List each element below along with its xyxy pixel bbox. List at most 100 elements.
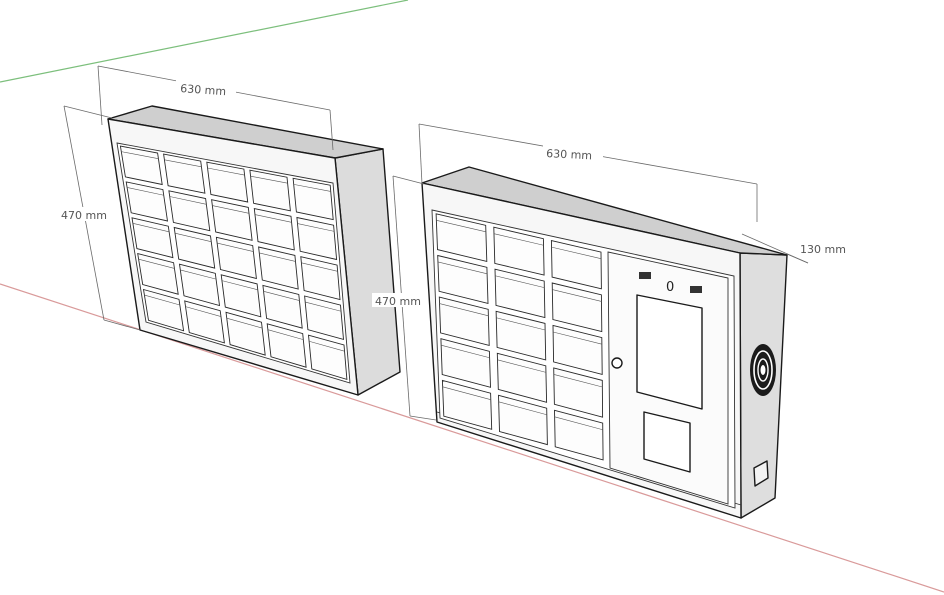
left-locker-compartment-lip bbox=[212, 205, 250, 214]
left-locker-compartment-door bbox=[131, 217, 174, 259]
left-locker-compartment-door bbox=[258, 246, 299, 290]
right-locker-compartment-lip bbox=[553, 374, 603, 388]
left-locker-compartments bbox=[119, 145, 348, 381]
left-locker-compartment-lip bbox=[121, 151, 159, 159]
right-locker-compartment-lip bbox=[554, 416, 603, 431]
left-locker-compartment-door bbox=[211, 199, 253, 241]
right-locker-compartment-door bbox=[493, 226, 545, 276]
right-height-dimension: 470 mm bbox=[372, 175, 437, 421]
left-locker-compartment-lip bbox=[138, 258, 175, 269]
right-locker-compartment-lip bbox=[441, 344, 490, 359]
right-locker-compartment-door bbox=[438, 296, 490, 346]
left-locker-compartment-lip bbox=[254, 214, 292, 223]
keypad-icon bbox=[643, 411, 691, 473]
right-locker-compartment-door bbox=[550, 240, 602, 290]
green-axis-line bbox=[0, 0, 409, 83]
left-locker-compartment-door bbox=[296, 216, 338, 261]
right-depth-label: 130 mm bbox=[800, 243, 846, 256]
right-locker-compartment-door bbox=[494, 268, 546, 319]
left-locker-compartment-lip bbox=[263, 291, 300, 301]
panel-display-digit: 0 bbox=[666, 280, 674, 295]
left-height-dimension: 470 mm bbox=[60, 105, 141, 331]
right-width-label: 630 mm bbox=[546, 147, 593, 162]
right-locker-compartment-door bbox=[441, 379, 493, 430]
right-locker-compartment-lip bbox=[493, 233, 544, 246]
left-locker-compartment-lip bbox=[164, 159, 202, 168]
right-locker-compartment-door bbox=[495, 310, 547, 361]
left-width-dimension: 630 mm bbox=[97, 65, 334, 151]
indicator-light-left bbox=[639, 272, 651, 279]
right-locker-compartment-lip bbox=[498, 401, 547, 416]
right-locker-compartment-lip bbox=[495, 275, 545, 288]
right-locker-compartment-lip bbox=[442, 386, 491, 401]
screen-icon bbox=[636, 294, 703, 410]
left-locker-compartment-lip bbox=[308, 340, 345, 352]
left-locker bbox=[107, 105, 401, 396]
right-locker-compartment-lip bbox=[552, 289, 602, 302]
left-width-label: 630 mm bbox=[180, 82, 227, 98]
right-width-dimension: 630 mm bbox=[418, 123, 758, 222]
left-locker-compartment-door bbox=[173, 226, 216, 269]
right-locker-compartment-door bbox=[554, 409, 604, 461]
left-locker-compartment-door bbox=[225, 311, 266, 356]
left-locker-compartment-lip bbox=[127, 187, 164, 196]
left-locker-compartment-lip bbox=[226, 317, 263, 329]
right-depth-dimension: 130 mm bbox=[741, 233, 850, 264]
left-locker-compartment-lip bbox=[250, 175, 288, 184]
left-locker-compartment-lip bbox=[305, 301, 342, 312]
right-locker-compartment-lip bbox=[551, 246, 602, 259]
right-locker-compartment-lip bbox=[439, 303, 489, 317]
left-locker-compartment-door bbox=[253, 208, 295, 251]
left-locker-compartment-lip bbox=[207, 167, 245, 176]
left-locker-compartment-door bbox=[266, 323, 307, 368]
right-locker-compartment-door bbox=[435, 213, 488, 262]
right-locker-compartment-door bbox=[551, 282, 603, 333]
power-socket-icon bbox=[753, 460, 769, 487]
right-locker-compartment-lip bbox=[497, 359, 547, 373]
right-locker-compartment-door bbox=[553, 367, 604, 418]
left-locker-compartment-lip bbox=[144, 294, 180, 306]
door-knob-icon bbox=[611, 357, 623, 369]
right-locker-compartment-door bbox=[437, 254, 489, 304]
left-locker-compartment-lip bbox=[301, 262, 338, 272]
fan-grille-icon bbox=[750, 344, 776, 396]
left-locker-compartment-door bbox=[307, 334, 348, 381]
right-locker-compartment-lip bbox=[496, 317, 546, 331]
right-locker-compartment-door bbox=[498, 394, 548, 446]
left-locker-compartment-lip bbox=[185, 306, 222, 317]
left-locker-compartment-lip bbox=[293, 184, 331, 192]
left-locker-compartment-lip bbox=[259, 252, 296, 262]
indicator-light-right bbox=[690, 286, 702, 293]
left-locker-compartment-lip bbox=[217, 242, 254, 252]
left-locker-compartment-door bbox=[300, 256, 341, 301]
right-locker-compartment-door bbox=[440, 338, 491, 388]
right-locker-compartment-door bbox=[496, 352, 548, 403]
left-locker-compartment-door bbox=[142, 288, 185, 332]
left-locker-compartment-door bbox=[304, 295, 345, 341]
right-locker-compartments bbox=[435, 213, 604, 461]
left-locker-compartment-door bbox=[292, 177, 334, 221]
left-locker-compartment-lip bbox=[297, 223, 335, 232]
right-locker-compartment-lip bbox=[436, 219, 486, 233]
right-locker-compartment-door bbox=[552, 324, 603, 375]
left-locker-compartment-lip bbox=[267, 329, 304, 340]
left-locker-compartment-lip bbox=[180, 269, 217, 280]
right-locker-compartment-lip bbox=[437, 261, 488, 275]
left-locker-compartment-door bbox=[206, 161, 249, 203]
right-locker: 0 bbox=[421, 166, 788, 519]
left-locker-compartment-door bbox=[262, 284, 303, 329]
left-locker-compartment-lip bbox=[169, 196, 207, 205]
left-locker-compartment-door bbox=[137, 252, 179, 295]
left-locker-compartment-lip bbox=[132, 223, 170, 233]
left-locker-compartment-lip bbox=[221, 280, 258, 291]
left-locker-compartment-door bbox=[125, 181, 169, 222]
right-locker-compartment-lip bbox=[553, 331, 602, 345]
left-locker-compartment-door bbox=[220, 274, 262, 318]
left-locker-compartment-lip bbox=[174, 232, 212, 242]
left-locker-compartment-door bbox=[184, 300, 225, 344]
right-height-label: 470 mm bbox=[375, 295, 421, 308]
left-locker-compartment-door bbox=[163, 153, 206, 194]
left-locker-compartment-door bbox=[249, 169, 291, 212]
left-locker-compartment-door bbox=[215, 236, 257, 280]
